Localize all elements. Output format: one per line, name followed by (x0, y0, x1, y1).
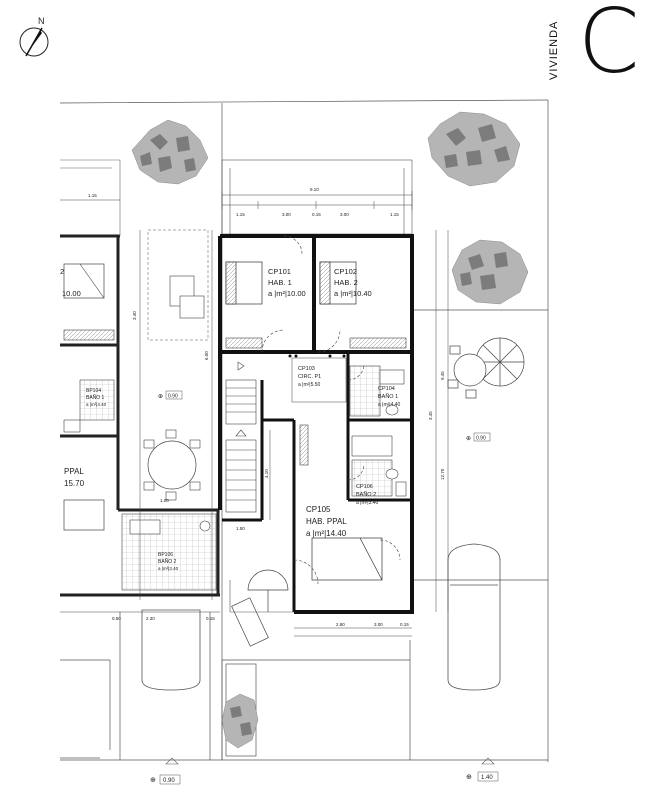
dimension-lines (60, 191, 449, 637)
car-outline (141, 609, 201, 691)
svg-text:3.40: 3.40 (132, 311, 137, 320)
level-marker: ⊕ 1.40 (466, 757, 499, 782)
svg-text:⊕: ⊕ (158, 394, 163, 400)
svg-text:HAB. 2: HAB. 2 (334, 278, 358, 287)
svg-text:2.80: 2.80 (336, 622, 345, 627)
svg-text:12.70: 12.70 (440, 468, 445, 480)
svg-text:CP102: CP102 (334, 267, 357, 276)
svg-text:3.00: 3.00 (374, 622, 383, 627)
room-label-cp102: CP102 HAB. 2 a |m²|10.40 (334, 267, 372, 298)
staircase (225, 361, 257, 513)
svg-text:9.10: 9.10 (310, 187, 319, 192)
svg-text:BP106: BP106 (158, 552, 173, 558)
room-label-cp103: CP103 CIRC. P1 a |m²|5.50 (298, 366, 321, 388)
svg-text:a |m²|14.40: a |m²|14.40 (306, 529, 347, 538)
svg-text:CP104: CP104 (378, 386, 395, 392)
svg-text:15.70: 15.70 (64, 479, 85, 488)
svg-text:CIRC. P1: CIRC. P1 (298, 374, 321, 380)
svg-text:1.00: 1.00 (160, 498, 169, 503)
svg-text:1.40: 1.40 (481, 775, 493, 781)
plot-boundaries (59, 99, 549, 762)
svg-text:BAÑO 2: BAÑO 2 (158, 558, 177, 565)
level-marker: ⊕ 0.90 (150, 757, 181, 785)
svg-text:10.00: 10.00 (62, 289, 81, 298)
svg-text:a |m²|3.40: a |m²|3.40 (356, 500, 379, 506)
svg-text:CP105: CP105 (306, 505, 331, 514)
svg-text:0.15: 0.15 (400, 622, 409, 627)
tree-icon (427, 111, 521, 187)
room-label-cp104: CP104 BAÑO 1 a |m²|4.40 (378, 386, 401, 408)
dimension-labels: 1.15 9.10 1.15 3.00 0.15 3.00 1.15 3.40 … (88, 187, 445, 627)
svg-text:0.15: 0.15 (312, 212, 321, 217)
room-label-cp106: CP106 BAÑO 2 a |m²|3.40 (356, 484, 379, 506)
svg-text:a |m²|4.40: a |m²|4.40 (378, 402, 401, 408)
svg-text:0.90: 0.90 (163, 778, 175, 784)
svg-text:⊕: ⊕ (466, 774, 472, 781)
svg-text:a |m²|10.00: a |m²|10.00 (268, 289, 306, 298)
tree-icon (221, 693, 259, 749)
svg-text:a |m²|4.40: a |m²|4.40 (86, 402, 107, 407)
svg-text:0.90: 0.90 (476, 436, 486, 442)
neighbor-house-left (60, 159, 220, 597)
svg-text:9.45: 9.45 (440, 371, 445, 380)
north-arrow-icon (19, 27, 49, 57)
neighbor-room-labels: 2 10.00 BP104 BAÑO 1 a |m²|4.40 PPAL 15.… (60, 267, 179, 571)
svg-text:CP101: CP101 (268, 267, 291, 276)
room-label-cp101: CP101 HAB. 1 a |m²|10.00 (268, 267, 306, 298)
svg-text:CP103: CP103 (298, 366, 315, 372)
svg-text:0.15: 0.15 (206, 616, 215, 621)
title-letter: C (578, 0, 640, 93)
svg-text:BAÑO 1: BAÑO 1 (86, 394, 105, 401)
svg-text:HAB. 1: HAB. 1 (268, 278, 292, 287)
svg-text:3.45: 3.45 (428, 411, 433, 420)
svg-text:0.50: 0.50 (112, 616, 121, 621)
svg-text:⊕: ⊕ (466, 436, 471, 442)
svg-text:2.30: 2.30 (146, 616, 155, 621)
svg-text:BAÑO 1: BAÑO 1 (378, 393, 398, 400)
main-house (218, 159, 414, 647)
tree-icon (451, 239, 529, 305)
svg-text:3.00: 3.00 (282, 212, 291, 217)
svg-text:BP104: BP104 (86, 388, 101, 394)
svg-text:0.90: 0.90 (168, 394, 178, 400)
svg-text:a |m²|3.40: a |m²|3.40 (158, 566, 179, 571)
svg-text:1.15: 1.15 (390, 212, 399, 217)
tree-icon (131, 119, 209, 185)
svg-text:HAB. PPAL: HAB. PPAL (306, 517, 347, 526)
svg-text:1.15: 1.15 (236, 212, 245, 217)
level-marker: ⊕ 0.90 (158, 390, 183, 400)
svg-text:3.00: 3.00 (340, 212, 349, 217)
terrace-furniture (447, 337, 525, 399)
svg-text:6.00: 6.00 (204, 351, 209, 360)
svg-text:2: 2 (60, 267, 64, 276)
svg-text:1.15: 1.15 (88, 193, 97, 198)
svg-text:4.10: 4.10 (264, 469, 269, 478)
svg-text:BAÑO 2: BAÑO 2 (356, 491, 376, 498)
title-word: VIVIENDA (548, 20, 560, 80)
svg-text:PPAL: PPAL (64, 467, 84, 476)
room-label-cp105: CP105 HAB. PPAL a |m²|14.40 (306, 505, 347, 538)
svg-text:⊕: ⊕ (150, 777, 156, 784)
svg-text:a |m²|5.50: a |m²|5.50 (298, 382, 321, 388)
svg-text:CP106: CP106 (356, 484, 373, 490)
svg-text:a |m²|10.40: a |m²|10.40 (334, 289, 372, 298)
svg-text:1.50: 1.50 (236, 526, 245, 531)
north-label: N (38, 16, 45, 26)
bed-habppal (311, 537, 383, 581)
car-outline (447, 543, 501, 691)
level-marker: ⊕ 0.90 (466, 432, 491, 442)
